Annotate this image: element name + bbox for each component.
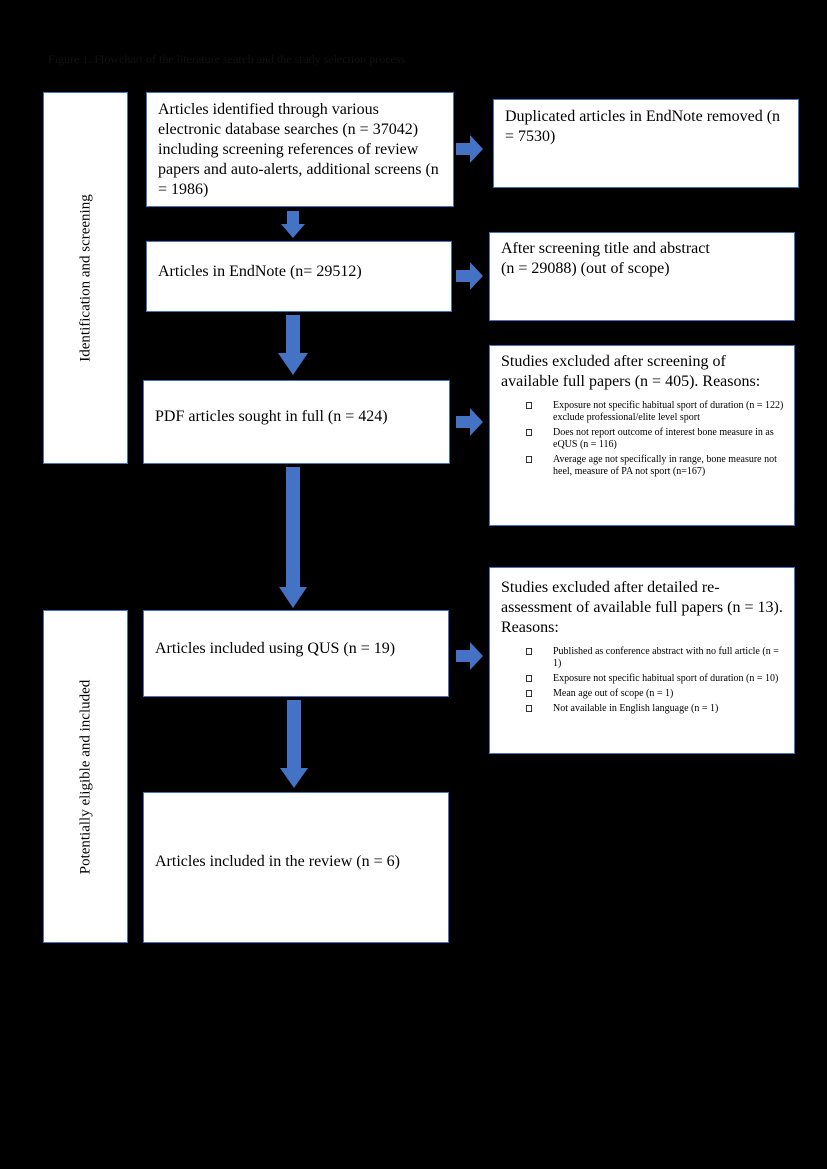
review-articles-box: Articles included in the review (n = 6) (143, 792, 449, 943)
reassessment-excluded-heading: Studies excluded after detailed re-asses… (501, 579, 783, 636)
reassessment-excluded-box: Studies excluded after detailed re-asses… (489, 567, 795, 754)
down-arrow-icon (281, 211, 305, 238)
down-arrow-icon (279, 467, 307, 608)
figure-caption: Figure 1. Flowchart of the literature se… (48, 52, 406, 66)
reason-item: Published as conference abstract with no… (526, 646, 784, 670)
down-arrow-icon (280, 700, 308, 788)
reason-text: Published as conference abstract with no… (553, 646, 779, 669)
eligible-included-label-box: Potentially eligible and included (43, 610, 128, 943)
right-arrow-icon (456, 135, 484, 163)
duplicates-removed-box: Duplicated articles in EndNote removed (… (493, 99, 799, 188)
title-abstract-line1: After screening title and abstract (501, 240, 710, 257)
checkbox-icon (526, 648, 540, 656)
reason-item: Does not report outcome of interest bone… (526, 427, 784, 451)
right-arrow-icon (456, 642, 484, 670)
pdf-articles-text: PDF articles sought in full (n = 424) (155, 408, 388, 425)
identification-screening-label: Identification and screening (77, 194, 93, 362)
reason-text: Exposure not specific habitual sport of … (553, 400, 784, 423)
right-arrow-icon (456, 262, 484, 290)
checkbox-icon (526, 690, 540, 698)
qus-articles-box: Articles included using QUS (n = 19) (143, 610, 449, 697)
full-papers-excluded-box: Studies excluded after screening of avai… (489, 345, 795, 526)
reason-item: Exposure not specific habitual sport of … (526, 673, 784, 685)
endnote-articles-text: Articles in EndNote (n= 29512) (158, 263, 362, 280)
checkbox-icon (526, 675, 540, 683)
endnote-articles-box: Articles in EndNote (n= 29512) (146, 241, 452, 312)
right-arrow-icon (456, 408, 484, 436)
reason-item: Exposure not specific habitual sport of … (526, 400, 784, 424)
checkbox-icon (526, 705, 540, 713)
review-articles-text: Articles included in the review (n = 6) (155, 853, 400, 870)
identification-screening-label-box: Identification and screening (43, 92, 128, 464)
reason-text: Does not report outcome of interest bone… (553, 427, 774, 450)
identified-articles-box: Articles identified through various elec… (146, 92, 454, 207)
reason-item: Average age not specifically in range, b… (526, 454, 784, 478)
full-papers-excluded-heading: Studies excluded after screening of avai… (501, 353, 761, 390)
identified-articles-text: Articles identified through various elec… (158, 101, 439, 198)
duplicates-removed-text: Duplicated articles in EndNote removed (… (505, 108, 781, 145)
eligible-included-label: Potentially eligible and included (77, 679, 93, 874)
title-abstract-line2: (n = 29088) (out of scope) (501, 260, 670, 277)
full-papers-reasons-list: Exposure not specific habitual sport of … (526, 400, 784, 478)
checkbox-icon (526, 402, 540, 410)
reason-text: Average age not specifically in range, b… (553, 454, 777, 477)
reason-text: Exposure not specific habitual sport of … (553, 673, 779, 684)
down-arrow-icon (278, 315, 308, 375)
qus-articles-text: Articles included using QUS (n = 19) (155, 640, 396, 657)
reason-text: Mean age out of scope (n = 1) (553, 688, 674, 699)
reason-item: Not available in English language (n = 1… (526, 703, 784, 715)
reason-item: Mean age out of scope (n = 1) (526, 688, 784, 700)
checkbox-icon (526, 456, 540, 464)
reason-text: Not available in English language (n = 1… (553, 703, 719, 714)
pdf-articles-box: PDF articles sought in full (n = 424) (143, 380, 450, 464)
title-abstract-excluded-box: After screening title and abstract (n = … (489, 232, 795, 321)
checkbox-icon (526, 429, 540, 437)
reassessment-reasons-list: Published as conference abstract with no… (526, 646, 784, 715)
